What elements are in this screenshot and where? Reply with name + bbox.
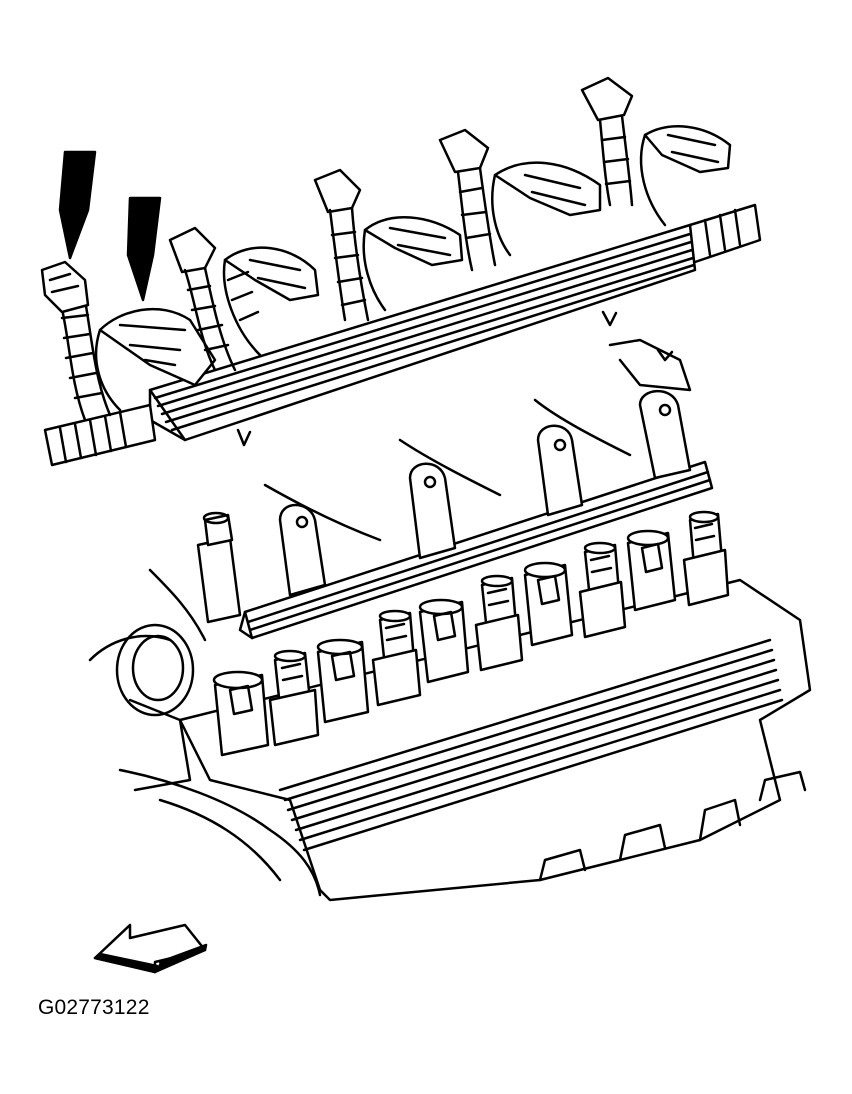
harness-branch-6 — [362, 216, 464, 312]
harness-branch-1 — [40, 260, 112, 422]
injector-bore-4 — [523, 561, 574, 647]
harness-branch-7 — [438, 128, 497, 272]
harness-branch-8 — [491, 161, 602, 257]
fuel-inlet-fitting — [88, 623, 195, 717]
harness-branch-10 — [639, 125, 732, 227]
harness-trunk — [43, 203, 762, 467]
pressure-regulator — [196, 511, 242, 624]
front-direction-arrow-icon — [93, 923, 208, 974]
injector-bore-5 — [626, 529, 677, 612]
figure-code: G02773122 — [38, 996, 150, 1019]
harness-branch-4 — [222, 246, 320, 357]
injector-2 — [371, 609, 422, 707]
injector-bore-1 — [212, 670, 270, 757]
harness-branch-3 — [168, 226, 237, 372]
engine-cylinder-head — [118, 578, 812, 902]
fuel-injectors — [212, 510, 730, 757]
injector-wiring-harness — [40, 76, 762, 467]
harness-branch-5 — [313, 168, 370, 322]
injector-bore-3 — [418, 598, 470, 684]
injector-1 — [268, 649, 320, 747]
injector-3 — [474, 574, 524, 672]
rail-brackets — [148, 389, 692, 642]
injector-bore-2 — [316, 638, 370, 724]
injector-4 — [578, 541, 627, 639]
callout-arrow-icon — [58, 150, 97, 260]
harness-branch-9 — [580, 76, 634, 207]
callout-arrow-icon — [126, 196, 162, 302]
injector-5 — [682, 510, 730, 607]
